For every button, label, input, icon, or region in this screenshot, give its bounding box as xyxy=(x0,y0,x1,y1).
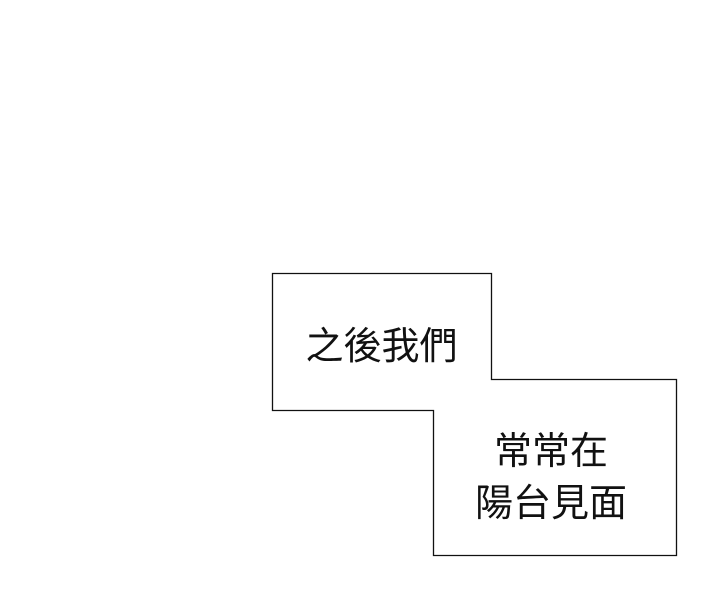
caption-line: 常常在 xyxy=(493,429,608,473)
caption-text-2: 常常在 陽台見面 xyxy=(466,425,636,529)
caption-line: 之後我們 xyxy=(305,324,458,368)
caption-text-1: 之後我們 xyxy=(272,320,491,372)
caption-line: 陽台見面 xyxy=(474,481,627,525)
